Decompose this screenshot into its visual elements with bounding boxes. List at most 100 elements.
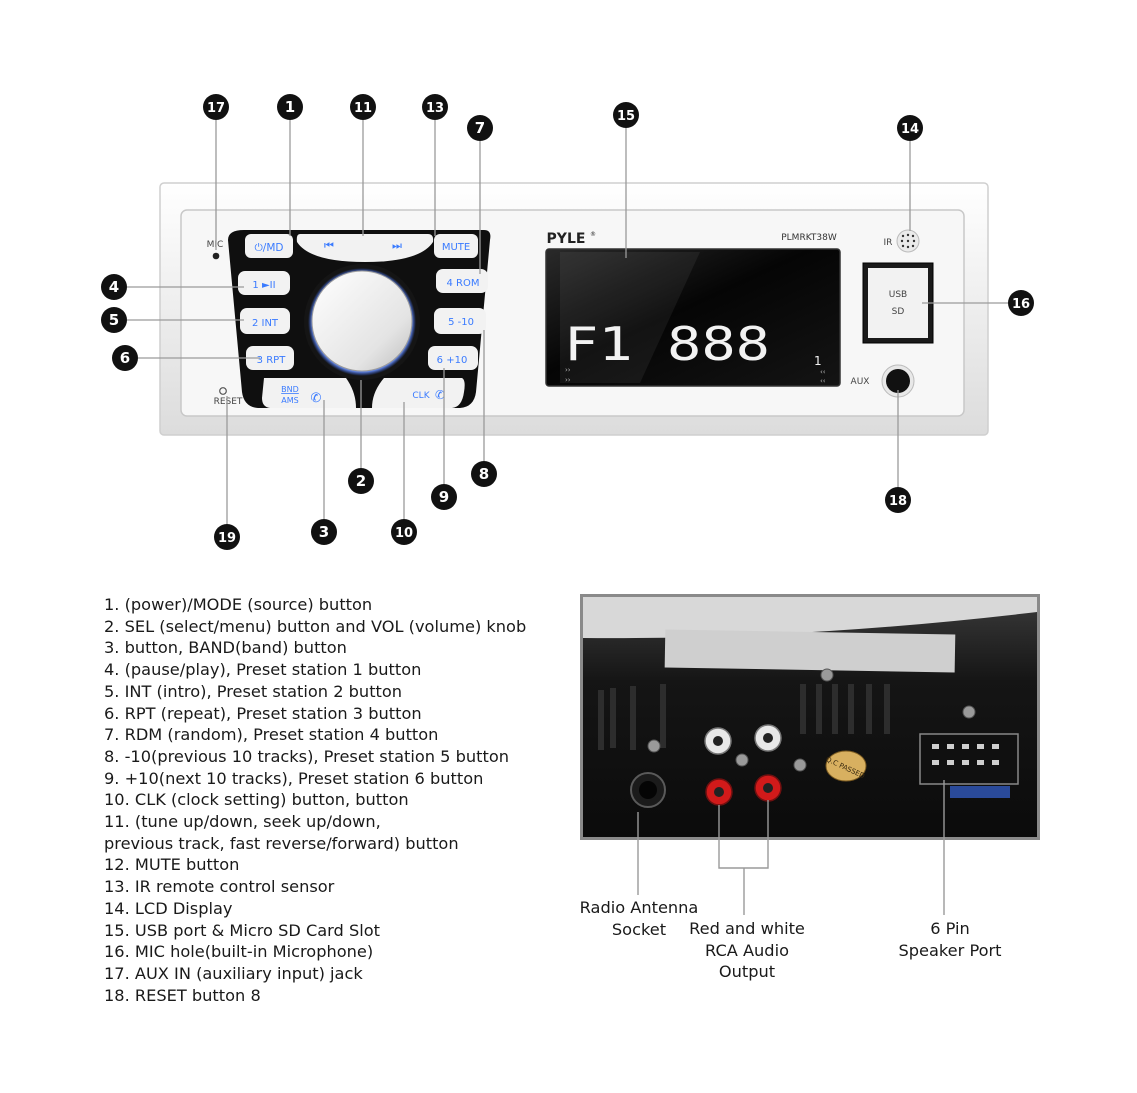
band-label: BND — [281, 385, 299, 394]
callout-circle — [214, 524, 240, 550]
preset-2-button[interactable] — [240, 308, 290, 334]
caption-speaker-line-1: 6 Pin — [930, 919, 970, 938]
callout-number: 19 — [218, 531, 236, 546]
callout-circle — [350, 94, 376, 120]
callout-badge: 16 — [1008, 290, 1034, 316]
caption-rca-line-3: Output — [718, 962, 776, 982]
legend-item: 15. USB port & Micro SD Card Slot — [104, 920, 380, 940]
aux-jack[interactable] — [886, 369, 910, 393]
callout-number: 9 — [439, 488, 449, 506]
legend-item: 10. CLK (clock setting) button, button — [104, 790, 409, 810]
preset-5-button[interactable] — [434, 308, 486, 334]
reset-button[interactable] — [219, 387, 227, 395]
model-label: PLMRKT38W — [781, 233, 837, 243]
rear-leader-lines — [637, 780, 945, 915]
callout-number: 16 — [1012, 297, 1030, 312]
callout-number: 4 — [109, 278, 119, 296]
lcd-display — [545, 248, 841, 387]
mic-hole-icon — [212, 252, 220, 260]
speaker-grille-icon — [896, 229, 920, 253]
preset-4-label: 4 ROM — [447, 278, 480, 289]
caption-speaker-port: 6 Pin Speaker Port — [880, 918, 1020, 961]
caption-rca-line-2: RCA Audio — [705, 940, 789, 960]
callout-number: 18 — [889, 494, 907, 509]
caption-speaker-line-2: Speaker Port — [898, 940, 1002, 960]
callout-number: 17 — [207, 101, 225, 116]
preset-3-button[interactable] — [246, 346, 294, 370]
callout-circle — [885, 487, 911, 513]
legend-item: 16. MIC hole(built-in Microphone) — [104, 942, 374, 962]
preset-3-label: 3 RPT — [257, 355, 287, 366]
display-indicator-right-2: ‹‹ — [820, 377, 826, 385]
callout-circle — [348, 468, 374, 494]
caption-rca-line-1: Red and white — [689, 919, 805, 938]
callout-circle — [471, 461, 497, 487]
callout-circle — [467, 115, 493, 141]
rear-screws — [647, 668, 976, 772]
mute-button[interactable] — [434, 234, 478, 258]
callout-number: 15 — [617, 109, 635, 124]
callout-badge: 11 — [350, 94, 376, 120]
legend-item: 6. RPT (repeat), Preset station 3 button — [104, 703, 422, 723]
display-flag: 1 — [814, 354, 822, 368]
volume-knob[interactable] — [311, 270, 413, 372]
callout-circle — [431, 484, 457, 510]
preset-6-button[interactable] — [428, 346, 478, 370]
ams-label: AMS — [281, 396, 298, 405]
rca-jacks — [704, 724, 782, 806]
display-indicator-left-2: ›› — [565, 376, 571, 384]
callout-badge: 10 — [391, 519, 417, 545]
legend-item: 5. INT (intro), Preset station 2 button — [104, 681, 403, 701]
callout-number: 11 — [354, 101, 372, 116]
callout-circle — [897, 115, 923, 141]
callout-badge: 3 — [311, 519, 337, 545]
preset-5-label: 5 -10 — [448, 317, 474, 328]
display-indicator-left: ›› — [565, 366, 571, 374]
preset-4-button[interactable] — [436, 269, 488, 293]
power-mode-button[interactable] — [245, 234, 293, 258]
display-readout: F1 888 — [564, 317, 770, 371]
clk-button[interactable] — [372, 378, 465, 408]
callout-circle — [277, 94, 303, 120]
rear-vents — [598, 684, 890, 750]
next-track-icon[interactable]: ⏭ — [392, 239, 402, 252]
callout-circle — [101, 274, 127, 300]
callout-badge: 13 — [422, 94, 448, 120]
callout-circle — [613, 102, 639, 128]
caption-antenna-line-2: Socket — [611, 919, 667, 939]
legend-item: 12. MUTE button — [104, 855, 240, 875]
caption-antenna-line-1: Radio Antenna — [579, 898, 699, 917]
callout-badge: 9 — [431, 484, 457, 510]
qc-sticker — [825, 750, 867, 782]
preset-6-label: 6 +10 — [437, 355, 468, 366]
callout-badge: 14 — [897, 115, 923, 141]
mic-label: MIC — [207, 240, 224, 250]
brand-registered-mark: ® — [590, 231, 596, 238]
mute-label: MUTE — [442, 242, 470, 253]
display-indicator-right: ‹‹ — [820, 368, 826, 376]
prev-track-icon[interactable]: ⏮ — [324, 239, 334, 252]
legend-item: 7. RDM (random), Preset station 4 button — [104, 725, 439, 745]
callout-circle — [391, 519, 417, 545]
callout-circle — [101, 307, 127, 333]
preset-1-button[interactable] — [238, 271, 290, 295]
callout-badge: 17 — [203, 94, 229, 120]
callout-number: 2 — [356, 472, 366, 490]
usb-sd-cover — [868, 268, 928, 338]
callout-number: 10 — [395, 526, 413, 541]
callout-number: 1 — [285, 98, 295, 116]
callout-badge: 19 — [214, 524, 240, 550]
seek-rocker[interactable] — [296, 234, 434, 262]
callout-number: 13 — [426, 101, 444, 116]
phone-icon: ✆ — [311, 391, 322, 406]
legend-item: 11. (tune up/down, seek up/down, — [104, 812, 381, 832]
band-button[interactable] — [262, 378, 356, 408]
leader-lines — [127, 120, 1008, 524]
usb-label: USB — [889, 290, 907, 300]
preset-1-label: 1 ►II — [252, 280, 275, 291]
callout-number: 14 — [901, 122, 919, 137]
legend-item: 8. -10(previous 10 tracks), Preset stati… — [104, 746, 509, 766]
